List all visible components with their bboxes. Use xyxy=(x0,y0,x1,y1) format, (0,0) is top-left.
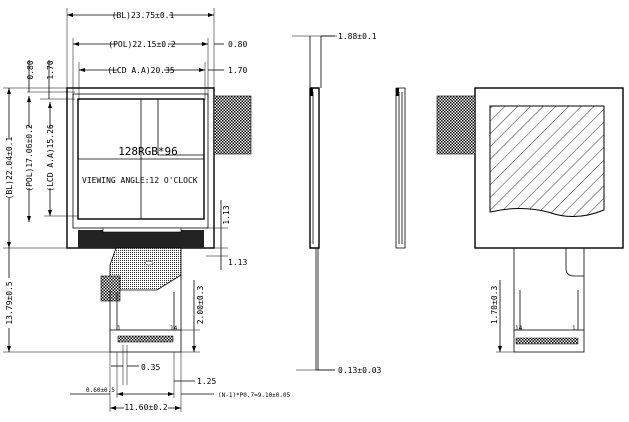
fpc-tail: 1 14 xyxy=(100,247,182,353)
fpc-stiffener xyxy=(100,275,121,302)
dim-170-left-label: 1.70 xyxy=(46,60,55,79)
side-view: 1.88±0.1 0.13±0.03 xyxy=(292,32,382,375)
back-view: 14 1 1.70±0.3 xyxy=(436,87,624,353)
folded-side-view xyxy=(395,87,406,249)
fpc-pads xyxy=(117,335,174,343)
viewing-angle-label: VIEWING ANGLE:12 O'CLOCK xyxy=(82,176,198,185)
fpc-thickness-label: 0.13±0.03 xyxy=(338,366,382,375)
back-pads xyxy=(515,337,579,345)
polarizer-outline xyxy=(72,93,209,229)
right-small-dimensions: 1.13 1.13 xyxy=(206,200,247,270)
thickness-label: 1.88±0.1 xyxy=(338,32,377,41)
lcd-aa-height-dimension: (LCD A.A)15.26 xyxy=(44,102,79,217)
pitch-formula-label: (N-1)*P0.7=9.10±0.05 xyxy=(218,392,291,399)
back-hatch-area xyxy=(489,105,605,217)
backlight-outline xyxy=(66,87,215,249)
dim-113-b-label: 1.13 xyxy=(228,258,247,267)
dim-060-label: 0.60±0.5 xyxy=(86,387,115,394)
bottom-dimensions: 0.35 1.25 0.60±0.5 (N-1)*P0.7=9.10±0.05 … xyxy=(70,345,291,412)
lcd-aa-height-label: (LCD A.A)15.26 xyxy=(46,124,55,192)
back-fpc-tab xyxy=(436,95,476,155)
pin-14-front-label: 14 xyxy=(170,325,178,332)
dim-170-back-label: 1.70±0.3 xyxy=(490,286,499,325)
pin-1-back-label: 1 xyxy=(572,325,576,332)
left-small-dimensions: 0.80 1.70 xyxy=(26,60,75,100)
dim-170-top-label: 1.70 xyxy=(228,66,247,75)
dim-080-top-label: 0.80 xyxy=(228,40,247,49)
front-view: (BL)23.75±0.1 (POL)22.15±0.2 0.80 (LCD A… xyxy=(3,8,291,412)
pitch-035-label: 0.35 xyxy=(141,363,160,372)
pin-14-back-label: 14 xyxy=(515,325,523,332)
resolution-label: 128RGB*96 xyxy=(118,145,178,158)
pol-height-dimension: (POL)17.06±0.2 xyxy=(23,96,35,222)
driver-ic xyxy=(102,227,182,233)
fpc-length-label: 13.79±0.5 xyxy=(5,281,14,325)
pin-1-front-label: 1 xyxy=(117,325,121,332)
fpc-length-dimension: 13.79±0.5 xyxy=(3,248,110,353)
pol-width-label: (POL)22.15±0.2 xyxy=(108,40,176,49)
dim-200-label: 2.00±0.3 xyxy=(196,286,205,325)
fpc-contact-area xyxy=(109,329,182,353)
back-contact-area xyxy=(513,329,585,353)
pol-height-label: (POL)17.06±0.2 xyxy=(25,124,34,192)
dim-200: 2.00±0.3 xyxy=(181,280,205,353)
fpc-width-label: 11.60±0.2 xyxy=(124,403,168,412)
dim-113-a-label: 1.13 xyxy=(222,205,231,224)
lcd-aa-width-label: (LCD A.A)20.35 xyxy=(107,66,175,75)
bl-height-dimension: (BL)22.04±0.1 xyxy=(3,87,75,249)
back-frame xyxy=(474,87,624,249)
bl-width-label: (BL)23.75±0.1 xyxy=(112,11,175,20)
dim-080-left-label: 0.80 xyxy=(26,60,35,79)
pol-width-dimension: (POL)22.15±0.2 0.80 xyxy=(72,38,247,100)
dim-125-label: 1.25 xyxy=(197,377,216,386)
fpc-side-tab xyxy=(213,95,252,155)
glass-ledge xyxy=(78,230,204,248)
module-outline: 128RGB*96 VIEWING ANGLE:12 O'CLOCK xyxy=(66,87,215,249)
bl-height-label: (BL)22.04±0.1 xyxy=(5,137,14,200)
